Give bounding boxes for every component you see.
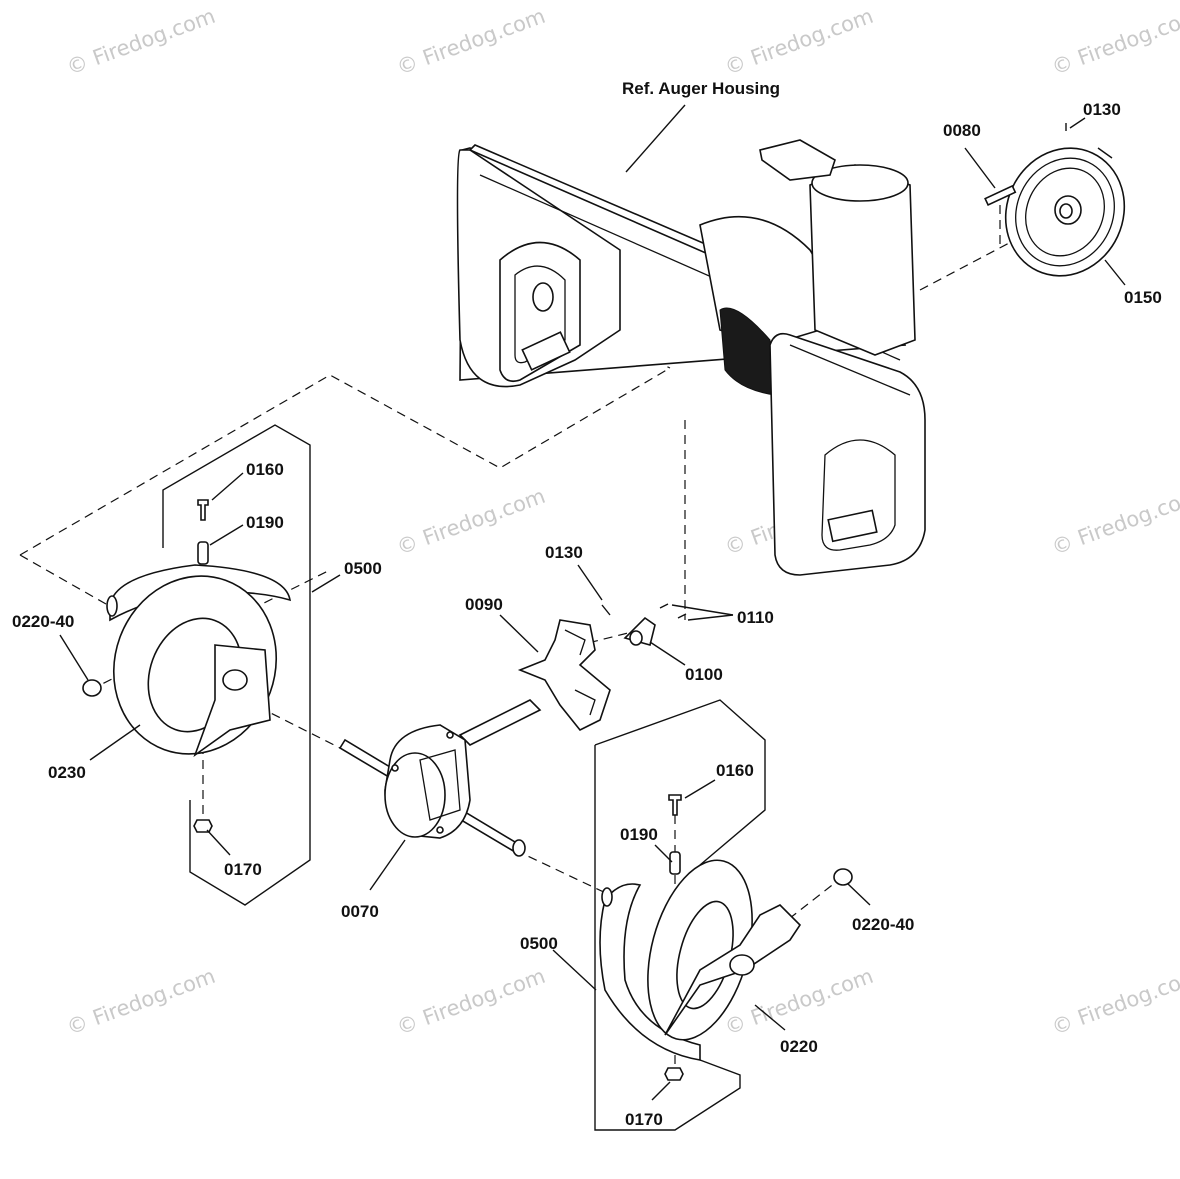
label-0160-right: 0160 <box>716 761 754 780</box>
left-auger <box>106 564 291 758</box>
watermark: © Firedog.com <box>722 4 877 80</box>
pulley <box>1004 147 1126 277</box>
label-0170-right: 0170 <box>625 1110 663 1129</box>
label-0100: 0100 <box>685 665 723 684</box>
watermark: © Firedog.com <box>394 4 549 80</box>
label-0230: 0230 <box>48 763 86 782</box>
label-0190-right: 0190 <box>620 825 658 844</box>
watermarks: © Firedog.com © Firedog.com © Firedog.co… <box>64 4 1180 1040</box>
label-0150: 0150 <box>1124 288 1162 307</box>
watermark: © Firedog.com <box>64 964 219 1040</box>
right-auger <box>599 859 802 1061</box>
gearbox <box>338 699 542 857</box>
label-0190-left: 0190 <box>246 513 284 532</box>
label-0220-40-right: 0220-40 <box>852 915 914 934</box>
part-labels: Ref. Auger Housing 0080 0130 0150 0160 0… <box>12 79 1162 1129</box>
watermark: © Firedog.com <box>394 964 549 1040</box>
label-0130-top: 0130 <box>1083 100 1121 119</box>
watermark: © Firedog.com <box>1049 964 1180 1040</box>
label-0170-left: 0170 <box>224 860 262 879</box>
label-0070: 0070 <box>341 902 379 921</box>
bearing-and-screws <box>601 603 687 646</box>
bracket-outlines <box>162 424 766 1131</box>
fasteners-left <box>82 499 213 833</box>
label-0220-40-left: 0220-40 <box>12 612 74 631</box>
watermark: © Firedog.com <box>1049 4 1180 80</box>
impeller <box>517 619 611 732</box>
label-0160-left: 0160 <box>246 460 284 479</box>
label-0090: 0090 <box>465 595 503 614</box>
leader-lines <box>59 104 1126 1101</box>
label-ref-auger-housing: Ref. Auger Housing <box>622 79 780 98</box>
key-and-pin <box>984 123 1113 207</box>
watermark: © Firedog.com <box>1049 484 1180 560</box>
label-0080: 0080 <box>943 121 981 140</box>
label-0500-right: 0500 <box>520 934 558 953</box>
label-0500-left: 0500 <box>344 559 382 578</box>
watermark: © Firedog.com <box>64 4 219 80</box>
watermark: © Firedog.com <box>394 484 549 560</box>
label-0110: 0110 <box>737 608 774 627</box>
label-0130-mid: 0130 <box>545 543 583 562</box>
fasteners-right <box>664 794 853 1081</box>
label-0220: 0220 <box>780 1037 818 1056</box>
auger-housing <box>456 139 926 576</box>
